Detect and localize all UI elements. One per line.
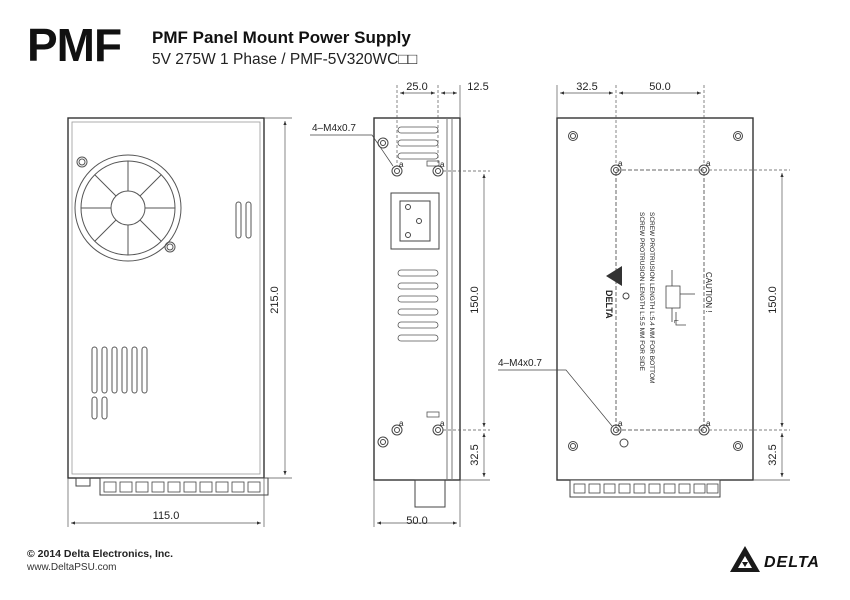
label-l-mark: L <box>672 320 678 324</box>
brand-title: PMF <box>27 19 122 71</box>
bottom-mounting-holes <box>568 131 743 451</box>
bottom-view-body <box>556 117 754 481</box>
bottom-hole-marker-4: a <box>706 419 711 428</box>
product-title: PMF Panel Mount Power Supply <box>152 28 411 47</box>
side-top-dim-a: 25.0 <box>406 81 427 93</box>
label-area <box>615 169 705 431</box>
side-width-dim: 50.0 <box>406 515 427 527</box>
side-top-dim-b: 12.5 <box>467 81 488 93</box>
label-line-bottom: SCREW PROTRUSION LENGTH L:5.4 MM FOR BOT… <box>648 212 655 383</box>
bottom-hole-marker-3: a <box>618 419 623 428</box>
bottom-terminal-block <box>569 479 721 498</box>
front-view-body <box>67 117 265 479</box>
bottom-offset-dim: 32.5 <box>767 444 779 465</box>
label-caution: CAUTION ! <box>704 272 713 312</box>
product-subtitle: 5V 275W 1 Phase / PMF-5V320WC□□ <box>152 51 418 68</box>
side-hole-marker-1: a <box>399 160 404 169</box>
bottom-hole-spacing-dim: 150.0 <box>767 286 779 314</box>
side-view-body <box>373 117 461 481</box>
ac-socket <box>390 192 440 250</box>
bottom-top-dim-b: 50.0 <box>649 81 670 93</box>
fan-grille <box>74 154 182 262</box>
label-delta-text: DELTA <box>604 290 614 319</box>
delta-triangle-icon <box>730 546 760 572</box>
bottom-view <box>498 85 790 498</box>
website-link[interactable]: www.DeltaPSU.com <box>27 562 117 573</box>
bottom-hole-marker-2: a <box>706 159 711 168</box>
front-slots-top <box>235 201 252 239</box>
fan-screw-top <box>76 156 88 168</box>
bottom-hole-marker-1: a <box>618 159 623 168</box>
side-hole-marker-2: a <box>440 160 445 169</box>
front-height-dim: 215.0 <box>269 286 281 314</box>
front-width-dim: 115.0 <box>153 510 180 522</box>
label-delta-triangle-icon <box>606 266 622 286</box>
side-mounting-holes <box>377 137 444 448</box>
delta-logo-text: DELTA <box>764 554 820 571</box>
side-hole-marker-4: a <box>440 419 445 428</box>
side-bottom-offset-dim: 32.5 <box>469 444 481 465</box>
side-hole-spacing-dim: 150.0 <box>469 286 481 314</box>
terminal-block <box>75 477 269 496</box>
side-view <box>310 85 490 527</box>
bottom-top-dim-a: 32.5 <box>576 81 597 93</box>
vent-slots <box>91 346 148 420</box>
front-view <box>67 117 292 527</box>
screw-protrusion-sketch <box>665 270 695 326</box>
label-line-side: SCREW PROTRUSION LENGTH L:5.5 MM FOR SID… <box>638 212 645 372</box>
side-bottom-tab <box>414 479 446 508</box>
bottom-screw-label: 4–M4x0.7 <box>498 358 542 369</box>
side-hole-marker-3: a <box>399 419 404 428</box>
front-dimensions <box>67 117 292 527</box>
mechanical-drawing: 215.0 115.0 <box>67 81 790 527</box>
copyright-text: © 2014 Delta Electronics, Inc. <box>27 548 174 560</box>
fan-screw-bottom <box>164 241 176 253</box>
side-screw-label: 4–M4x0.7 <box>312 123 356 134</box>
